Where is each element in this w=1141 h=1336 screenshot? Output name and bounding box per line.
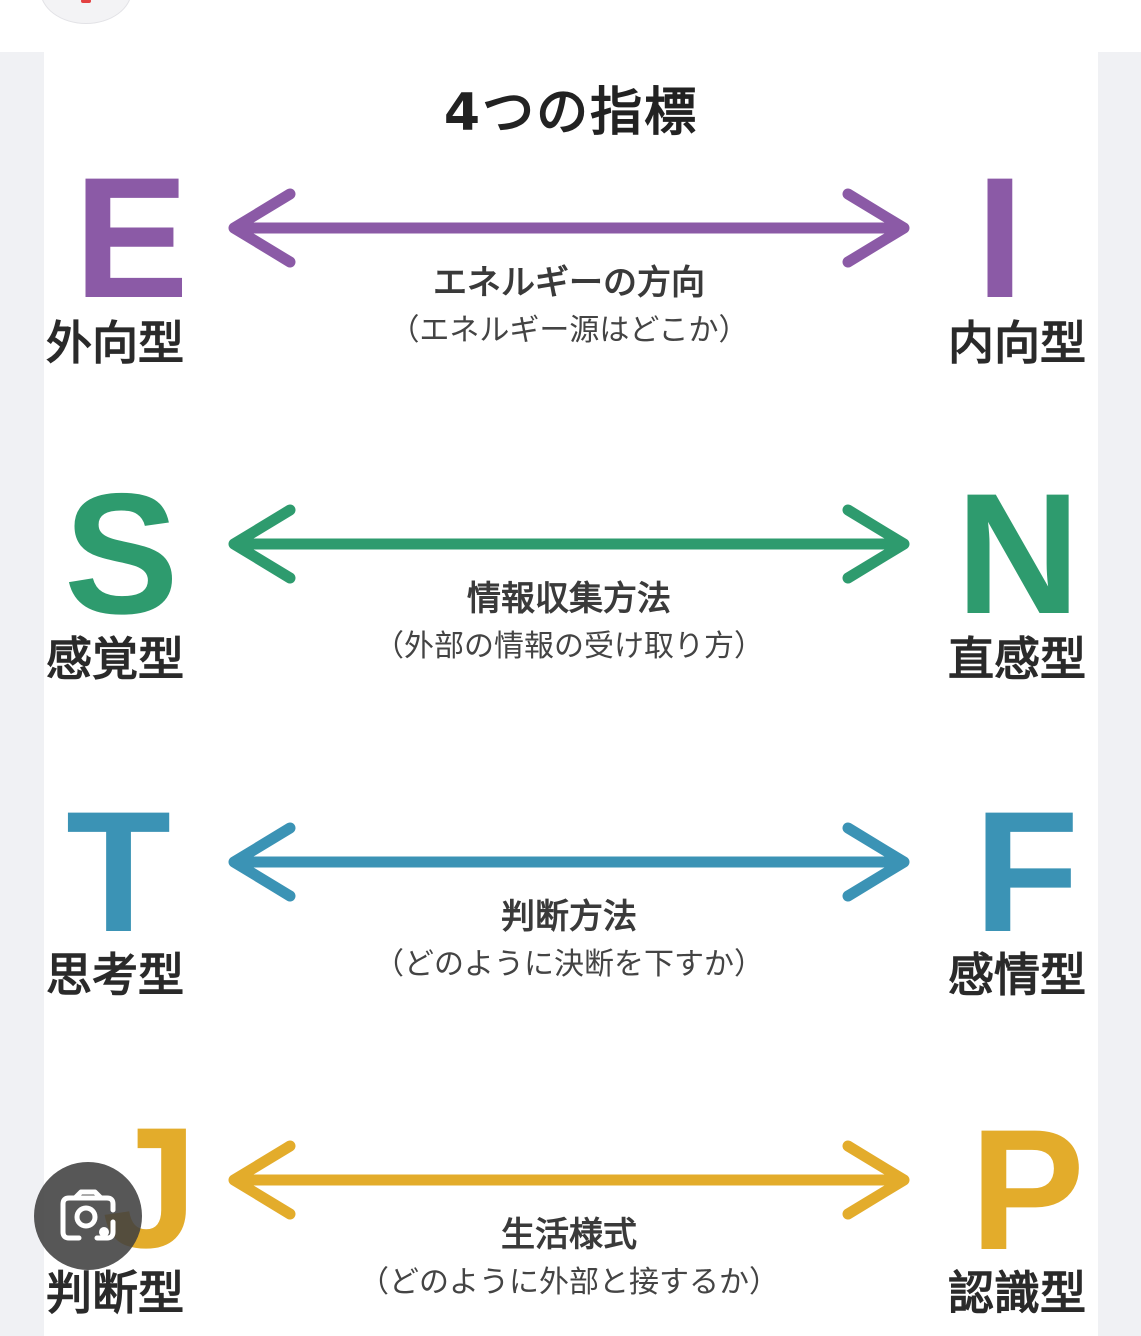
visual-search-button[interactable]: [34, 1162, 142, 1270]
double-arrow-icon: [228, 188, 910, 268]
right-type-label: 感情型: [948, 948, 1086, 1002]
left-type-label: 思考型: [46, 948, 184, 1002]
right-gutter: [1098, 52, 1141, 1336]
left-letter: T: [66, 776, 172, 968]
top-bar: [0, 0, 1141, 52]
right-type-label: 認識型: [948, 1266, 1086, 1320]
right-type-label: 直感型: [948, 632, 1086, 686]
right-letter: N: [956, 458, 1081, 650]
right-letter: P: [970, 1094, 1085, 1286]
left-type-label: 感覚型: [46, 632, 184, 686]
double-arrow-icon: [228, 1140, 910, 1220]
left-type-label: 判断型: [46, 1266, 184, 1320]
axis-name: 判断方法: [501, 897, 637, 937]
image-viewer[interactable]: 4つの指標 E 外向型 エネルギーの方向 （エネルギー源はどこか） I 内向型 …: [44, 52, 1098, 1336]
axis-description: （エネルギー源はどこか）: [389, 313, 749, 348]
axis-description: （どのように決断を下すか）: [374, 947, 764, 982]
right-letter: F: [974, 776, 1080, 968]
camera-search-icon: [60, 1189, 116, 1241]
double-arrow-icon: [228, 822, 910, 902]
left-gutter: [0, 52, 44, 1336]
axis-description: （どのように外部と接するか）: [359, 1265, 779, 1300]
axis-name: 情報収集方法: [467, 579, 671, 619]
avatar[interactable]: [40, 0, 132, 24]
axis-description: （外部の情報の受け取り方）: [374, 629, 764, 664]
diagram-title: 4つの指標: [443, 83, 699, 143]
double-arrow-icon: [228, 504, 910, 584]
left-letter: S: [64, 458, 179, 650]
right-letter: I: [976, 142, 1024, 334]
right-type-label: 内向型: [948, 316, 1086, 370]
left-letter: E: [74, 142, 189, 334]
axis-name: 生活様式: [501, 1215, 637, 1255]
left-type-label: 外向型: [46, 316, 184, 370]
axis-name: エネルギーの方向: [433, 263, 705, 303]
